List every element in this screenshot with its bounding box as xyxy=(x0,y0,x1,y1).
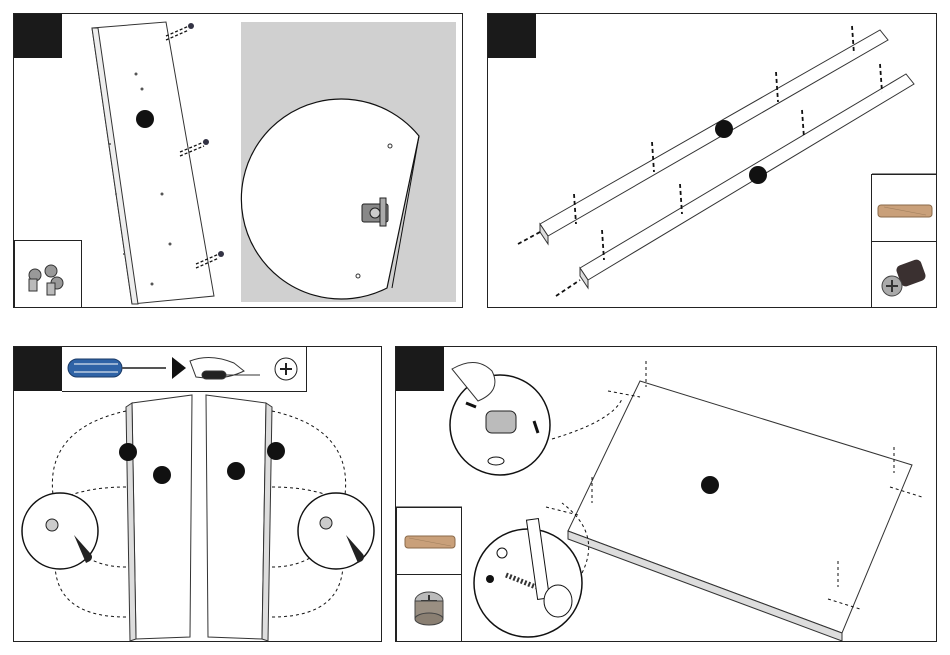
step-4-panel xyxy=(395,346,937,642)
part-inset-dowel xyxy=(396,507,462,575)
left-side-panel xyxy=(126,395,192,641)
marker-dot-lower xyxy=(749,166,767,184)
part-inset-dowel xyxy=(871,174,937,242)
detail-circle-left xyxy=(22,493,98,569)
step-3-panel xyxy=(13,346,382,642)
wood-dowel-icon xyxy=(397,508,463,576)
wood-dowel-icon xyxy=(872,175,937,243)
detail-circle-right xyxy=(298,493,374,569)
rotate-clockwise-icon xyxy=(275,358,297,380)
marker-dot xyxy=(136,110,154,128)
dowel-detail-circle xyxy=(474,519,582,637)
step-3-illustration xyxy=(14,347,382,642)
hand-turn-icon xyxy=(190,357,260,379)
cam-bolt-icon xyxy=(15,241,83,308)
side-panel xyxy=(92,22,214,304)
right-side-panel xyxy=(206,395,272,641)
step-2-illustration xyxy=(488,14,937,308)
marker-dot-upper xyxy=(715,120,733,138)
cam-lock-insert-icon xyxy=(872,242,937,308)
step-2-panel xyxy=(487,13,937,308)
marker-dot xyxy=(701,476,719,494)
arrow-right-icon xyxy=(172,357,186,379)
cam-detail-circle xyxy=(450,362,550,475)
part-inset-cam-insert xyxy=(871,241,937,308)
screwdriver-icon xyxy=(68,359,166,377)
cam-lock-fitting-icon xyxy=(397,575,463,642)
step-4-illustration xyxy=(396,347,937,642)
part-inset-cam-fitting xyxy=(396,574,462,642)
rail-boards xyxy=(540,30,914,288)
step-1-panel xyxy=(13,13,463,308)
part-inset-cam-bolt xyxy=(14,240,82,308)
bottom-board xyxy=(568,381,912,641)
